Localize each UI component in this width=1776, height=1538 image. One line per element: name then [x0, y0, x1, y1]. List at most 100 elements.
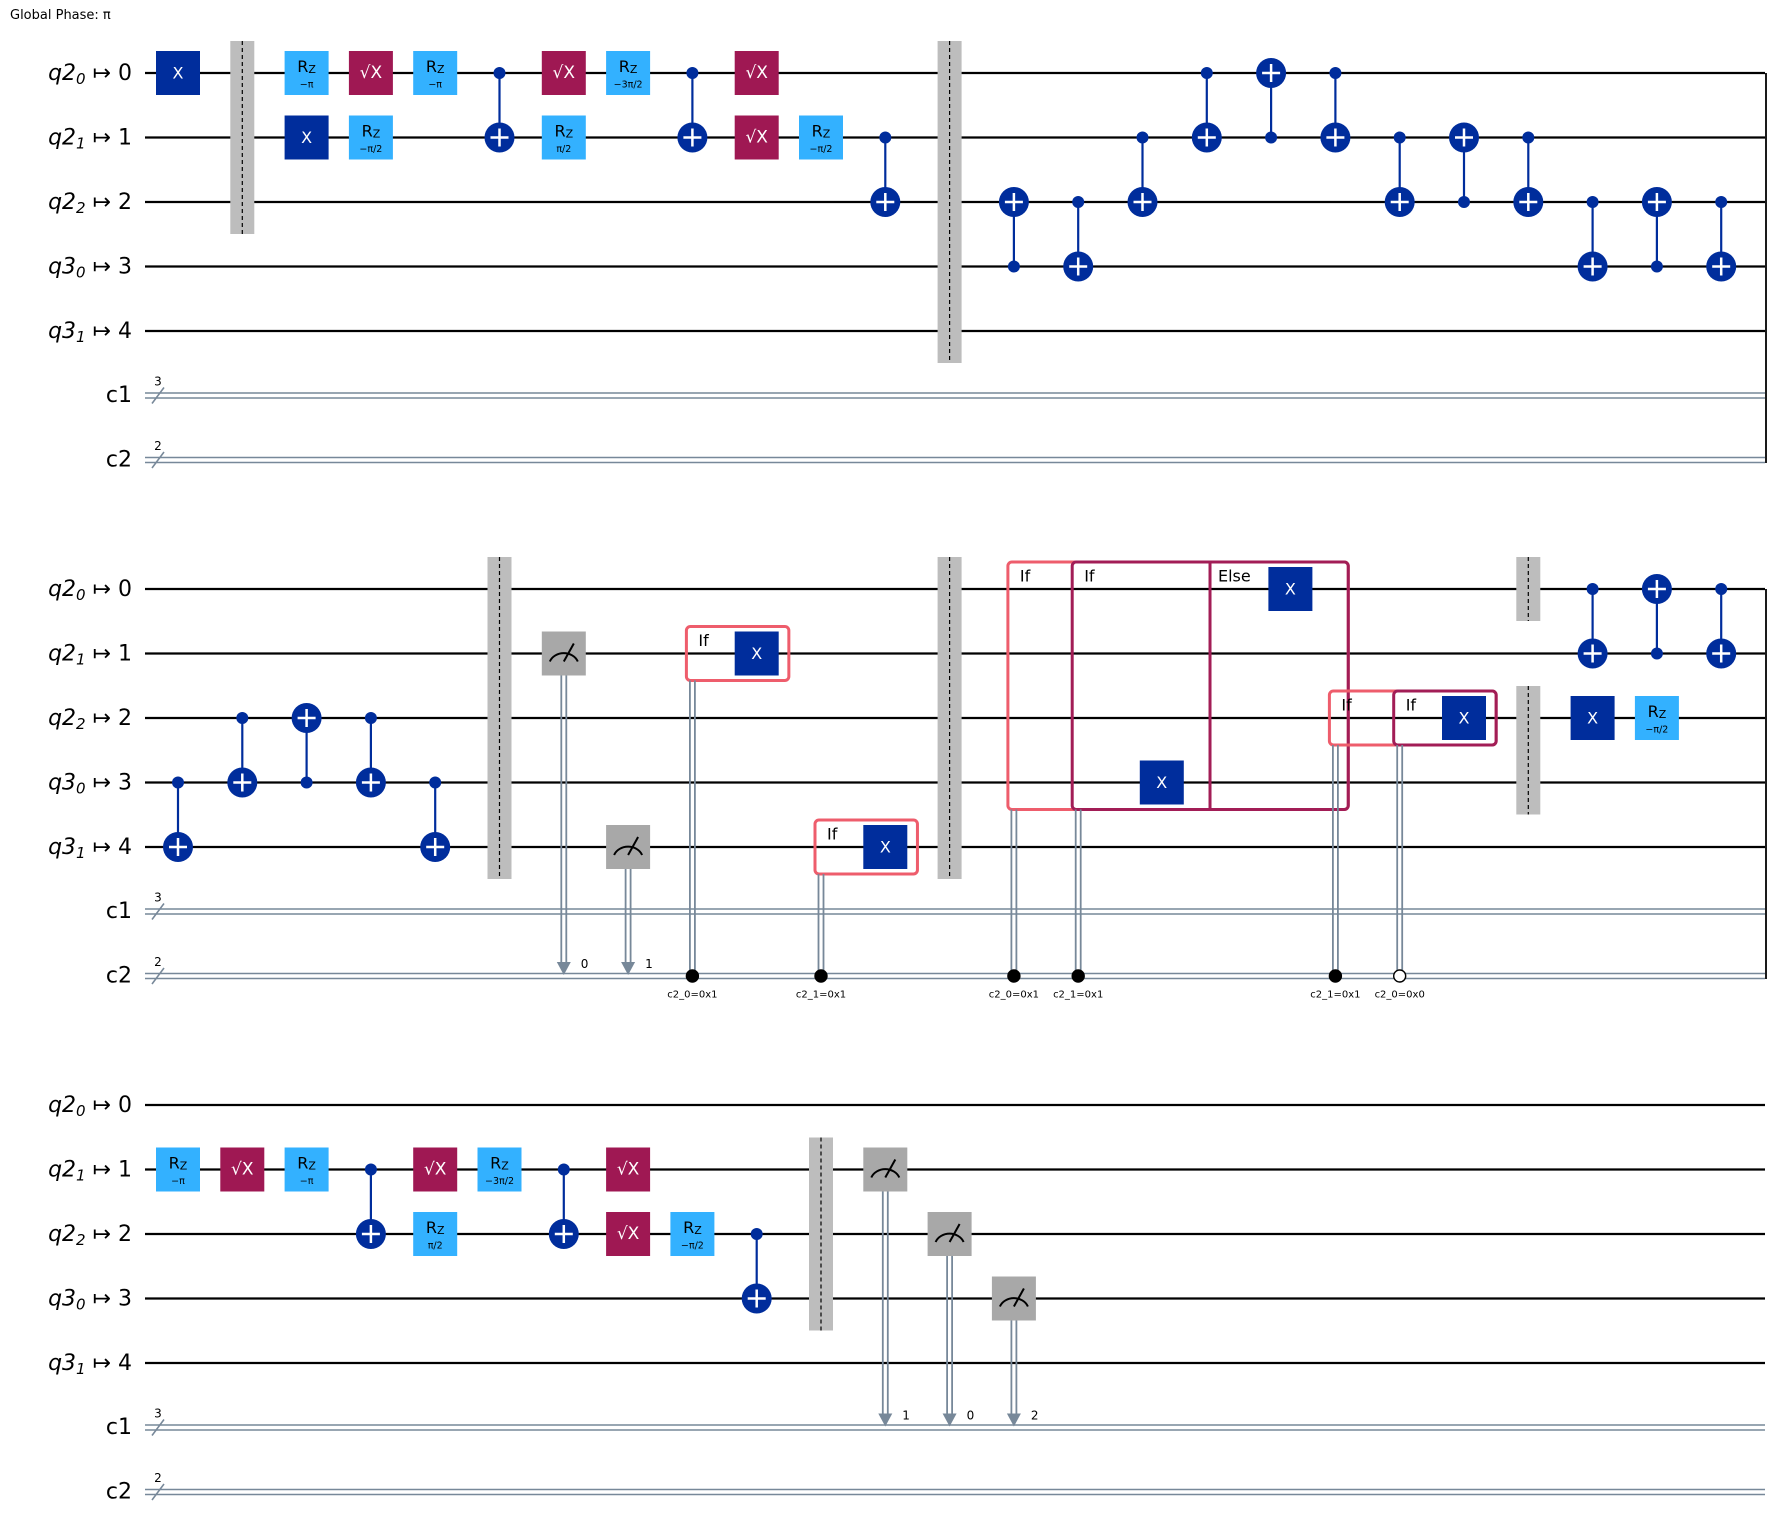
rz-gate[interactable]	[1634, 696, 1679, 740]
rz-gate-label: RZ	[297, 1153, 316, 1172]
cx-control[interactable]	[364, 1163, 377, 1176]
cx-control[interactable]	[429, 776, 442, 789]
sx-gate[interactable]	[220, 1147, 265, 1192]
rz-gate-label: RZ	[554, 121, 573, 140]
rz-gate[interactable]	[348, 115, 393, 160]
condition-label: c2_0=0x1	[667, 990, 717, 1001]
rz-gate[interactable]	[606, 51, 651, 95]
sx-gate[interactable]	[734, 115, 779, 160]
cx-control[interactable]	[1329, 67, 1342, 79]
creg-label: c2	[106, 448, 132, 473]
cx-control[interactable]	[879, 131, 892, 144]
cx-control[interactable]	[1586, 196, 1599, 208]
measure-bit-label: 0	[967, 1409, 975, 1423]
qubit-label: q21 ↦ 1	[48, 641, 132, 669]
x-gate[interactable]	[1570, 696, 1615, 740]
rz-gate[interactable]	[541, 115, 586, 160]
cx-control[interactable]	[1522, 131, 1535, 144]
x-gate[interactable]	[1442, 696, 1486, 740]
bundle-slash	[151, 451, 165, 469]
cx-control[interactable]	[1136, 131, 1149, 144]
if-label: If	[698, 631, 709, 650]
qubit-label: q22 ↦ 2	[48, 1222, 132, 1250]
x-gate[interactable]	[1139, 760, 1184, 805]
rz-angle: −3π/2	[485, 1176, 514, 1187]
sx-gate[interactable]	[606, 1212, 651, 1256]
cx-control[interactable]	[364, 712, 377, 724]
sx-gate-label: √X	[745, 128, 768, 148]
cx-control[interactable]	[686, 67, 699, 79]
creg-label: c2	[106, 964, 132, 989]
sx-gate[interactable]	[348, 51, 393, 95]
qubit-label: q21 ↦ 1	[48, 125, 132, 153]
cx-control[interactable]	[1715, 583, 1728, 595]
cx-control[interactable]	[557, 1163, 570, 1176]
register-size: 2	[154, 1471, 162, 1485]
cx-control[interactable]	[1265, 131, 1278, 144]
barrier	[809, 1137, 833, 1331]
sx-gate-label: √X	[231, 1160, 254, 1180]
rz-gate[interactable]	[413, 51, 458, 95]
rz-gate[interactable]	[799, 115, 843, 160]
rz-angle: −π/2	[810, 144, 833, 155]
x-gate[interactable]	[734, 631, 779, 676]
cx-control[interactable]	[1072, 196, 1085, 208]
rz-angle: −π	[171, 1176, 185, 1187]
qubit-label: q31 ↦ 4	[48, 835, 132, 863]
condition-label: c2_0=0x1	[989, 990, 1039, 1001]
barrier	[230, 41, 255, 234]
x-gate[interactable]	[1268, 567, 1313, 611]
condition-dot	[685, 969, 700, 983]
rz-gate-label: RZ	[619, 57, 638, 76]
rz-gate-label: RZ	[426, 1218, 445, 1237]
condition-dot	[814, 969, 828, 983]
bundle-slash	[151, 387, 165, 404]
sx-gate[interactable]	[606, 1147, 651, 1192]
cx-control[interactable]	[1715, 196, 1728, 208]
x-gate[interactable]	[863, 825, 908, 869]
x-gate-label: X	[1156, 773, 1167, 792]
rz-gate[interactable]	[284, 51, 329, 95]
sx-gate[interactable]	[413, 1147, 458, 1192]
rz-angle: −π	[300, 80, 314, 91]
rz-gate[interactable]	[413, 1212, 458, 1256]
cx-control[interactable]	[750, 1228, 763, 1240]
x-gate[interactable]	[284, 115, 329, 160]
cx-control[interactable]	[1458, 196, 1470, 208]
register-size: 2	[154, 439, 162, 453]
cx-control[interactable]	[1586, 583, 1599, 595]
x-gate-label: X	[301, 128, 312, 147]
cx-control[interactable]	[300, 776, 313, 789]
meter-icon	[613, 845, 644, 856]
cx-control[interactable]	[236, 712, 249, 724]
rz-gate[interactable]	[670, 1212, 715, 1256]
rz-gate-label: RZ	[362, 121, 381, 140]
condition-dot	[1392, 969, 1407, 983]
condition-label: c2_1=0x1	[796, 990, 846, 1001]
meter-needle	[627, 836, 639, 856]
cx-control[interactable]	[1650, 260, 1663, 273]
creg-label: c1	[106, 1415, 132, 1440]
rz-angle: −π/2	[359, 144, 382, 155]
cx-control[interactable]	[1393, 131, 1406, 144]
cx-control[interactable]	[1007, 260, 1020, 273]
rz-angle: −π	[428, 80, 442, 91]
x-gate[interactable]	[156, 51, 200, 95]
cx-control[interactable]	[1200, 67, 1213, 79]
cx-control[interactable]	[493, 67, 506, 79]
rz-gate[interactable]	[477, 1147, 522, 1192]
if-label: If	[1020, 567, 1031, 586]
rz-gate-label: RZ	[169, 1153, 188, 1172]
sx-gate-label: √X	[617, 1160, 640, 1180]
creg-label: c1	[106, 899, 132, 924]
condition-label: c2_1=0x1	[1310, 990, 1360, 1001]
sx-gate[interactable]	[734, 51, 779, 95]
rz-gate[interactable]	[284, 1147, 329, 1192]
sx-gate-label: √X	[360, 63, 383, 83]
cx-control[interactable]	[172, 776, 184, 789]
meter-needle	[562, 643, 575, 662]
sx-gate[interactable]	[541, 51, 586, 95]
cx-control[interactable]	[1650, 647, 1663, 660]
rz-gate[interactable]	[156, 1147, 200, 1192]
